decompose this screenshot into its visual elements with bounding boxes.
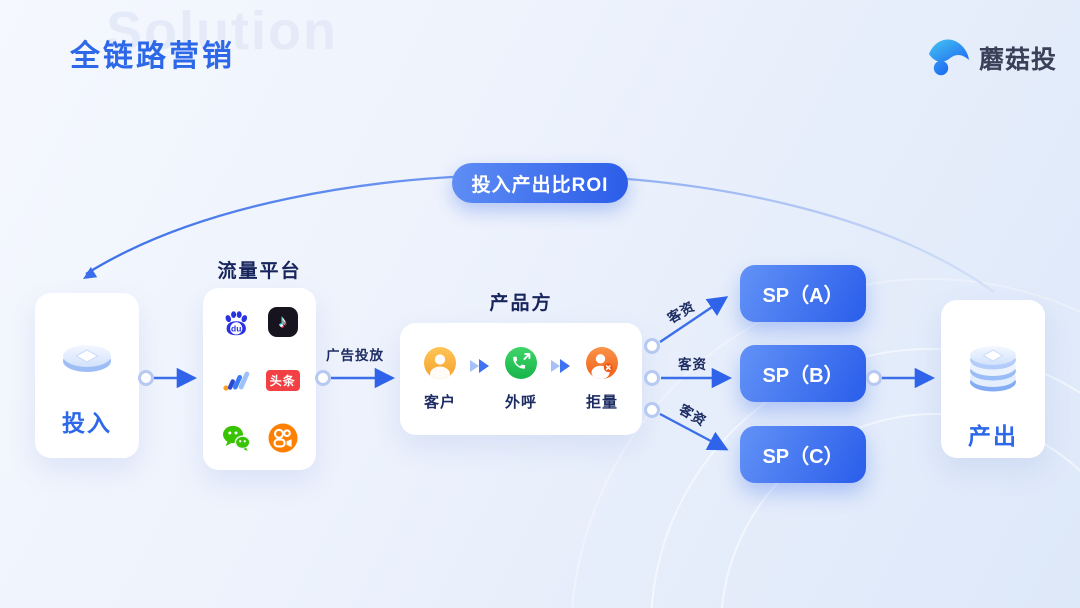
sp-c-card: SP（C） [740, 426, 866, 483]
edge-input-traffic [138, 367, 198, 389]
product-group-header: 产品方 [489, 293, 553, 314]
edge-ad-delivery [315, 367, 396, 389]
toutiao-icon: 头条 [265, 369, 300, 391]
lead-label-b: 客资 [678, 357, 707, 372]
roi-pill: 投入产出比ROI [452, 163, 628, 203]
sp-b-card: SP（B） [740, 345, 866, 402]
chevron-right-icon [549, 356, 574, 381]
customer-icon [424, 346, 456, 384]
kuaishou-icon [268, 423, 298, 453]
mushroom-logo-icon [926, 33, 972, 82]
input-node-label: 投入 [62, 410, 112, 436]
brand-name: 蘑菇投 [979, 45, 1058, 74]
step-reject-volume: 拒量 [585, 346, 618, 412]
coin-icon [58, 337, 116, 380]
sp-a-card: SP（A） [740, 265, 866, 322]
baidu-du-text: du [231, 323, 241, 333]
douyin-icon: ♪ [267, 307, 298, 337]
coins-stack-icon [965, 338, 1021, 397]
page-title: 全链路营销 [70, 40, 235, 73]
baidu-icon: du [221, 307, 251, 337]
traffic-group-header: 流量平台 [217, 261, 302, 282]
lead-label-a: 客资 [664, 298, 698, 327]
ad-delivery-label: 广告投放 [326, 348, 384, 363]
step-customer-label: 客户 [424, 393, 457, 411]
reject-volume-icon [585, 346, 618, 384]
brand-logo: 蘑菇投 [926, 33, 1057, 82]
step-outbound-call: 外呼 [504, 346, 537, 412]
ocean-engine-icon [221, 365, 251, 395]
output-node-label: 产出 [968, 423, 1018, 449]
traffic-platforms-card: du ♪ 头条 [203, 288, 316, 470]
wechat-icon [221, 423, 251, 453]
outbound-call-icon [504, 346, 537, 384]
step-outbound-label: 外呼 [504, 393, 537, 411]
step-reject-label: 拒量 [585, 393, 618, 411]
product-card: 客户 外呼 [400, 323, 642, 435]
output-node-card: 产出 [941, 300, 1045, 458]
input-node-card: 投入 [35, 293, 139, 458]
chevron-right-icon [468, 356, 493, 381]
watermark-text: Solution [106, 1, 338, 61]
step-customer: 客户 [424, 346, 457, 412]
